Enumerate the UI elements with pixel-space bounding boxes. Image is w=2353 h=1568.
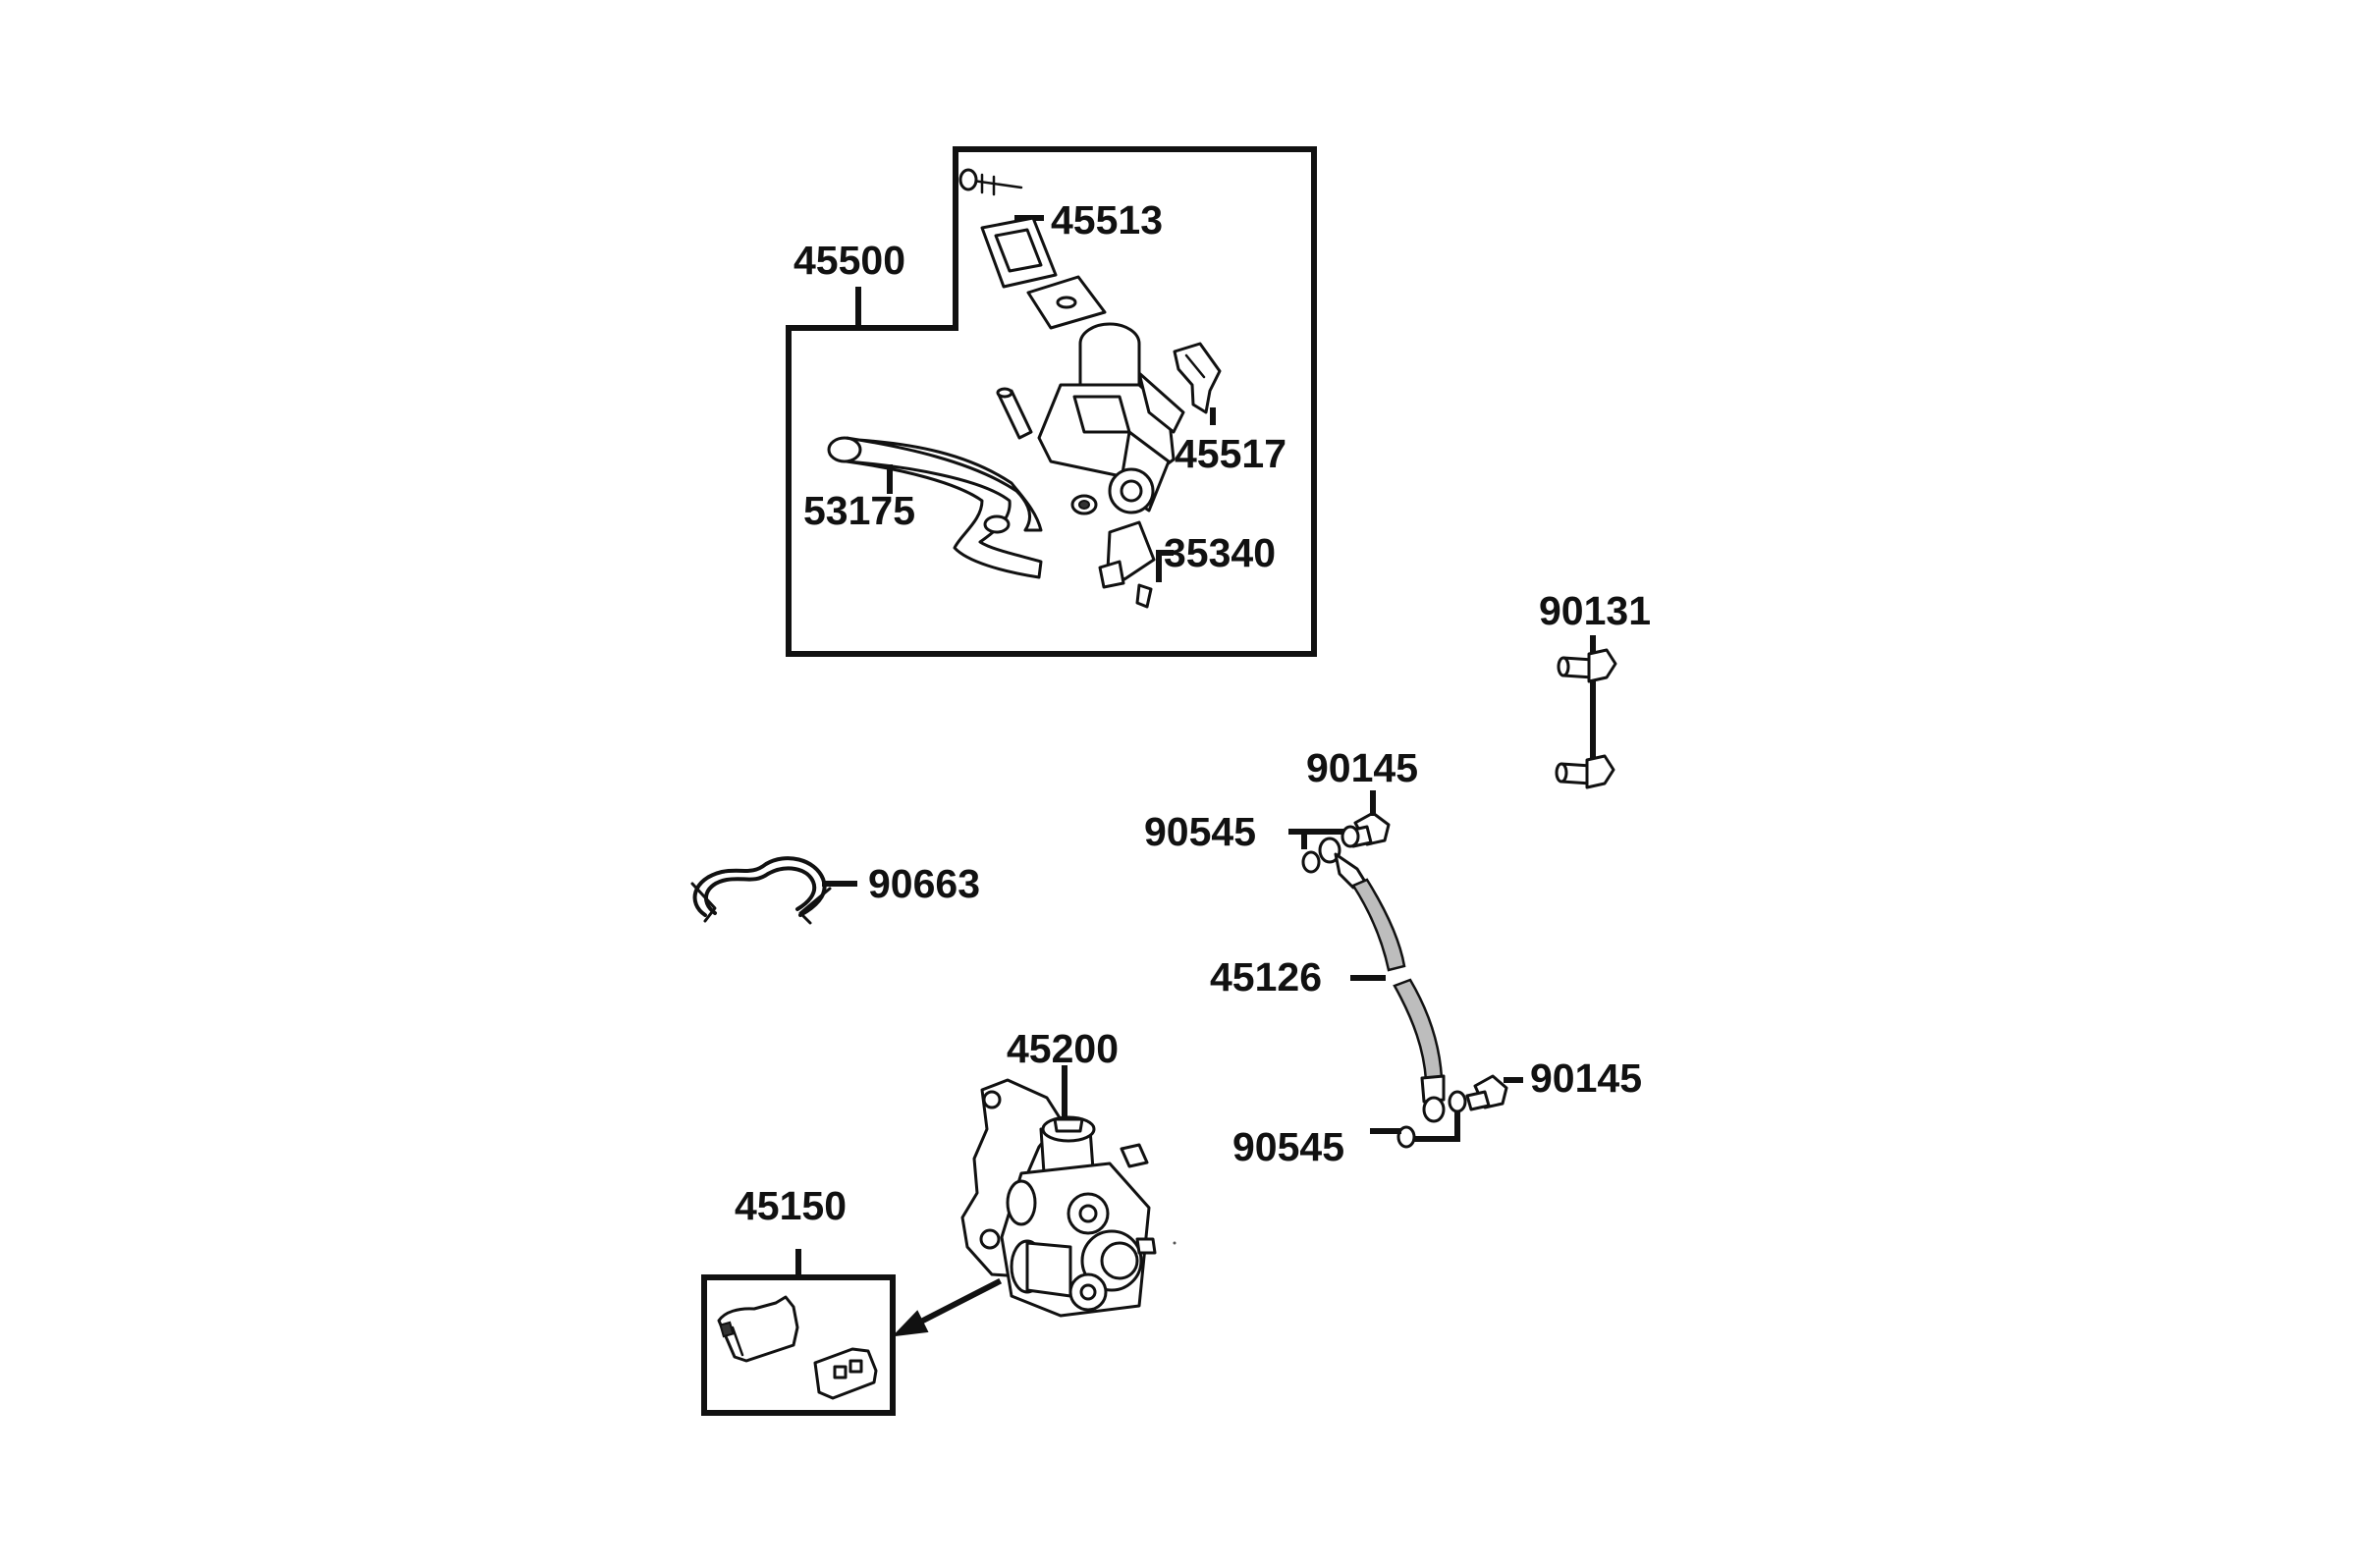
label-90131: 90131 (1539, 588, 1652, 633)
lever-nut (1070, 494, 1098, 515)
label-90145-lower: 90145 (1530, 1055, 1643, 1101)
banjo-bolt-lower (1465, 1074, 1508, 1111)
label-35340: 35340 (1164, 530, 1277, 575)
label-45126: 45126 (1210, 954, 1323, 1000)
label-53175: 53175 (803, 488, 916, 533)
brake-pad-rear (813, 1347, 878, 1400)
brake-lever (827, 436, 1043, 579)
washer-lower-b (1448, 1090, 1467, 1113)
label-90663: 90663 (868, 861, 981, 906)
pivot-pin (996, 387, 1033, 440)
washer-upper-a (1301, 850, 1321, 874)
washer-upper-b (1341, 825, 1360, 848)
diaphragm-plate (1026, 275, 1107, 330)
arrow-pads-to-caliper (892, 1277, 1003, 1337)
caliper (960, 1078, 1157, 1318)
brake-pad-front (717, 1295, 799, 1363)
brake-hose (1318, 837, 1446, 1123)
reservoir-cap (980, 216, 1058, 289)
master-cylinder-body (1037, 322, 1185, 514)
stop-switch (1098, 520, 1156, 609)
cap-screw (958, 168, 1023, 196)
bolt-lower (1555, 754, 1615, 789)
label-45517: 45517 (1175, 431, 1287, 476)
hose-clamp (690, 856, 832, 925)
label-45500: 45500 (793, 238, 906, 283)
label-90145-upper: 90145 (1306, 745, 1419, 790)
label-90545-upper: 90545 (1144, 809, 1257, 854)
lever-holder (1173, 342, 1222, 414)
label-45150: 45150 (735, 1183, 848, 1228)
label-45200: 45200 (1007, 1026, 1120, 1071)
label-90545-lower: 90545 (1232, 1124, 1345, 1169)
label-45513: 45513 (1051, 197, 1164, 243)
bolt-upper (1557, 648, 1617, 683)
assembly-box-45500 (786, 146, 1317, 657)
